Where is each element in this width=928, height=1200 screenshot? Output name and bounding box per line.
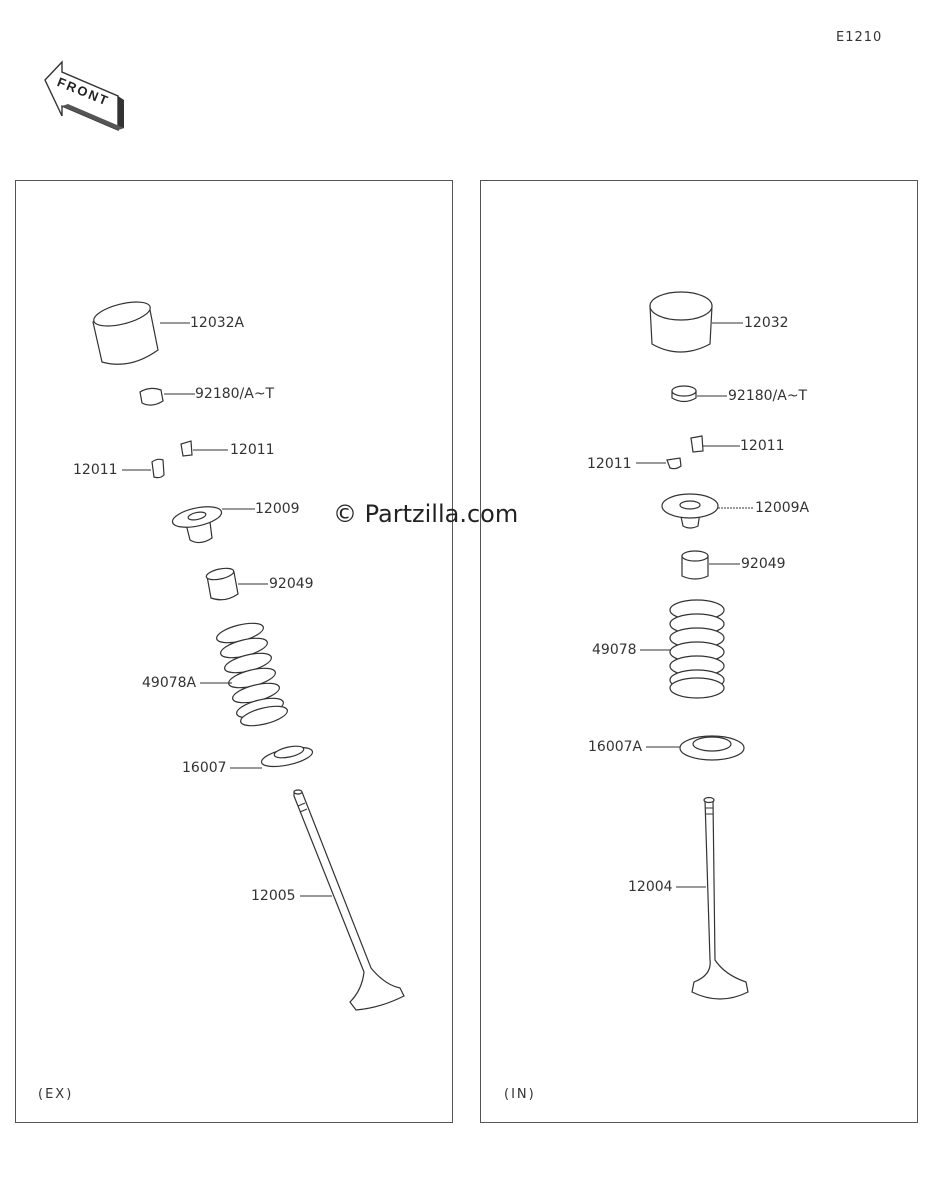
callout-12004[interactable]: 12004 (628, 879, 673, 895)
cotter-intake-drawing (636, 435, 740, 470)
callout-16007[interactable]: 16007 (182, 760, 227, 776)
valve-intake-drawing (676, 796, 749, 1000)
callout-12005[interactable]: 12005 (251, 888, 296, 904)
exhaust-panel-label: (EX) (38, 1087, 74, 1102)
callout-12011-intake-left[interactable]: 12011 (587, 456, 632, 472)
oil-seal-exhaust-drawing (205, 567, 268, 601)
callout-12011-exhaust-right[interactable]: 12011 (230, 442, 275, 458)
callout-12032[interactable]: 12032 (744, 315, 789, 331)
diagram-code: E1210 (836, 30, 883, 45)
cotter-exhaust-drawing (122, 440, 228, 479)
retainer-exhaust-drawing (171, 506, 255, 544)
shim-exhaust-drawing (139, 387, 195, 406)
callout-49078A[interactable]: 49078A (142, 675, 197, 691)
callout-12032A[interactable]: 12032A (190, 315, 245, 331)
front-arrow-icon (44, 60, 124, 132)
valve-exhaust-drawing (293, 789, 405, 1011)
spring-seat-exhaust-drawing (230, 745, 314, 769)
tappet-intake-drawing (649, 291, 743, 353)
callout-12011-exhaust-left[interactable]: 12011 (73, 462, 118, 478)
callout-12009A[interactable]: 12009A (755, 500, 810, 516)
callout-92180-exhaust[interactable]: 92180/A~T (195, 386, 275, 402)
tappet-exhaust-drawing (92, 301, 190, 365)
callout-92049-intake[interactable]: 92049 (741, 556, 786, 572)
callout-12009[interactable]: 12009 (255, 501, 300, 517)
exhaust-panel (15, 180, 453, 1123)
intake-panel-label: (IN) (504, 1087, 536, 1102)
intake-panel (480, 180, 918, 1123)
watermark: © Partzilla.com (333, 500, 519, 528)
shim-intake-drawing (671, 385, 727, 403)
callout-92049-exhaust[interactable]: 92049 (269, 576, 314, 592)
callout-49078[interactable]: 49078 (592, 642, 637, 658)
oil-seal-intake-drawing (681, 550, 740, 580)
callout-92180-intake[interactable]: 92180/A~T (728, 388, 808, 404)
callout-16007A[interactable]: 16007A (588, 739, 643, 755)
spring-exhaust-drawing (200, 622, 288, 727)
retainer-intake-drawing (661, 493, 754, 529)
spring-seat-intake-drawing (646, 735, 745, 761)
callout-12011-intake-right[interactable]: 12011 (740, 438, 785, 454)
spring-intake-drawing (640, 599, 725, 699)
